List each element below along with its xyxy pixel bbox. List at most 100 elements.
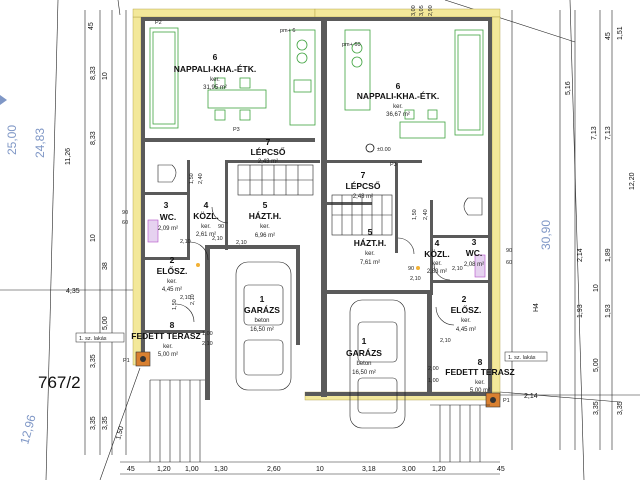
dim: 3,35 [90, 354, 97, 368]
car-left [235, 261, 292, 391]
room-ker: beton [254, 318, 269, 324]
doors [175, 206, 455, 326]
dim: 45 [127, 466, 135, 473]
room-name: HÁZT.H. [249, 211, 282, 221]
room-name: NAPPALI-KHA.-ÉTK. [357, 91, 439, 101]
dim: 3,05 [419, 5, 425, 16]
dims-left: 11,26 8,33 8,33 10 10 38 4,35 5,00 3,35 … [65, 66, 125, 440]
dim: 90 [122, 210, 128, 216]
staircase-right [331, 194, 393, 236]
room-area: 7,61 m² [360, 260, 380, 266]
pavement [149, 379, 490, 462]
dims-top: 45 3,00 3,05 2,90 [88, 5, 434, 30]
dim: 2,10 [180, 295, 191, 301]
room-ker: ker. [163, 344, 173, 350]
room-name: LÉPCSŐ [251, 146, 286, 157]
dim: 2,10 [410, 276, 421, 282]
dim: 60 [122, 220, 128, 226]
dim: 1,50 [115, 425, 125, 440]
terrace-right [485, 392, 501, 408]
dims-bottom: 45 1,20 1,00 1,30 2,60 10 3,18 3,00 1,20… [127, 466, 505, 473]
room-name: FEDETT TERASZ [131, 331, 200, 341]
room-num: 5 [368, 227, 373, 237]
marker-p3-b: P3 [390, 162, 397, 168]
dim: 1,20 [157, 466, 171, 473]
room-name: ELŐSZ. [157, 265, 188, 276]
dim: 2,10 [236, 240, 247, 246]
dimension-lines [84, 10, 613, 475]
room-num: 1 [260, 294, 265, 304]
room-name: FEDETT TERASZ [445, 367, 514, 377]
dim: 7,13 [605, 126, 612, 140]
dim: 1,50 [172, 299, 178, 310]
room-name: KÖZL. [193, 211, 219, 221]
room-area: 16,50 m² [250, 327, 274, 333]
marker-pm-left: pm+ 6 [280, 28, 295, 34]
dim: 2,90 [428, 5, 434, 16]
room-area: 5,00 m² [158, 352, 178, 358]
dim: 4,35 [66, 288, 80, 295]
marker-p1-right: P1 [503, 398, 510, 404]
dim: 1,50 [189, 173, 195, 184]
dim: 10 [593, 284, 600, 292]
marker-p3-a: P3 [233, 127, 240, 133]
room-num: 3 [472, 237, 477, 247]
marker-level: ±0.00 [377, 147, 391, 153]
room-area: 2,43 m² [353, 194, 373, 200]
room-area: 2,83 m² [427, 269, 447, 275]
room-area: 6,96 m² [255, 233, 275, 239]
dim: 2,10 [190, 294, 196, 305]
level-symbol [365, 143, 375, 153]
room-area: 5,00 m² [470, 388, 490, 394]
marker-p2: P2 [155, 20, 162, 26]
room-num: 5 [263, 200, 268, 210]
room-area: 4,45 m² [456, 327, 476, 333]
dim: 90 [506, 248, 512, 254]
room-ker: beton [356, 361, 371, 367]
dim: 10 [102, 72, 109, 80]
wc-fixtures-left [147, 219, 159, 243]
plot-number: 767/2 [38, 373, 81, 392]
dim: 1,00 [185, 466, 199, 473]
room-name: GARÁZS [244, 305, 280, 315]
dim: 30,90 [539, 220, 553, 250]
dim: 1,20 [432, 466, 446, 473]
north-arrow [0, 95, 7, 105]
dim: 1,89 [605, 248, 612, 262]
dim: 2,14 [524, 393, 538, 400]
dim: 3,35 [617, 401, 624, 415]
dim: 60 [506, 260, 512, 266]
dim: 90 [408, 266, 414, 272]
dim: 2,10 [180, 239, 191, 245]
staircase-left [237, 164, 314, 196]
dim-left-outer: 25,00 [5, 125, 19, 155]
armchair-left [157, 164, 177, 183]
room-num: 2 [462, 294, 467, 304]
markers: P1 P1 P2 P3 P3 pm+ 6 pm+ 60 ±0.00 1. sz.… [75, 20, 548, 404]
walls [141, 17, 492, 400]
dims-interior: 90 60 2,10 2,10 90 2,10 1,50 2,10 90 2,1… [122, 173, 512, 384]
dim: 8,33 [90, 66, 97, 80]
room-area: 4,45 m² [162, 287, 182, 293]
dim: 1,93 [605, 304, 612, 318]
room-name: WC. [466, 248, 483, 258]
room-num: 4 [204, 200, 209, 210]
room-name: LÉPCSŐ [346, 180, 381, 191]
dim: 45 [497, 466, 505, 473]
dim: 90 [218, 224, 224, 230]
room-ker: ker. [432, 261, 442, 267]
room-name: WC. [160, 212, 177, 222]
room-name: ELŐSZ. [451, 304, 482, 315]
furniture-right-living [344, 29, 484, 139]
room-ker: ker. [475, 380, 485, 386]
armchair-right [463, 197, 483, 216]
room-num: 6 [396, 81, 401, 91]
dim: 10 [90, 234, 97, 242]
dim: 1,30 [214, 466, 228, 473]
room-labels: 6 NAPPALI-KHA.-ÉTK. ker. 31,95 m² 6 NAPP… [131, 52, 514, 394]
room-num: 6 [213, 52, 218, 62]
unit-label-right: 1. sz. lakás [508, 355, 536, 361]
dim: 2,10 [202, 341, 213, 347]
dim: 3,35 [90, 416, 97, 430]
dim: 2,00 [428, 366, 439, 372]
